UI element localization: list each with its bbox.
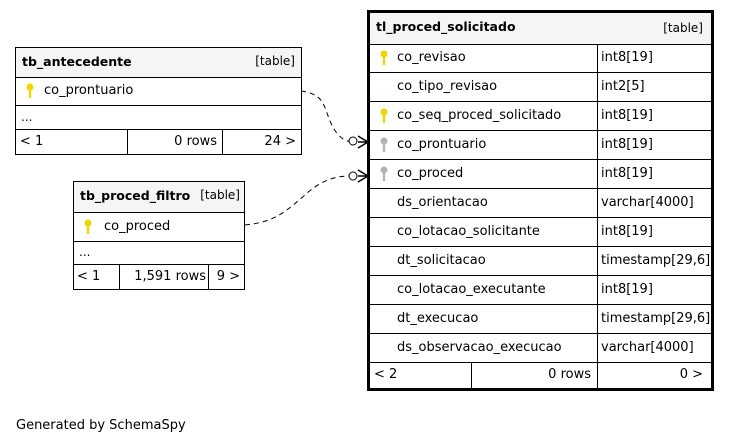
column-row[interactable]: co_prontuario int8[19] [370, 131, 711, 160]
primary-key-icon [380, 50, 388, 65]
footer-divider [471, 363, 472, 388]
primary-key-icon [84, 219, 92, 234]
column-name: co_seq_proced_solicitado [397, 108, 562, 123]
ellipsis: ... [79, 245, 91, 259]
column-type: int8[19] [601, 50, 653, 65]
type-divider [597, 189, 598, 217]
column-type: int8[19] [601, 137, 653, 152]
more-columns-row: ... [16, 106, 301, 130]
column-row[interactable]: co_lotacao_executante int8[19] [370, 276, 711, 305]
column-row[interactable]: co_proced [74, 212, 244, 242]
type-divider [597, 73, 598, 101]
column-name: co_tipo_revisao [397, 79, 498, 94]
column-row[interactable]: ds_observacao_execucao varchar[4000] [370, 334, 711, 363]
column-row[interactable]: co_proced int8[19] [370, 160, 711, 189]
table-header: tb_proced_filtro [table] [74, 182, 244, 213]
column-row[interactable]: co_revisao int8[19] [370, 44, 711, 73]
type-divider [597, 247, 598, 275]
table-name: tb_antecedente [22, 54, 132, 69]
column-name: dt_execucao [397, 311, 479, 326]
type-divider [597, 276, 598, 304]
edge-proced-filtro-zero-marker [348, 171, 358, 181]
footer-divider [222, 130, 223, 154]
table-header: tb_antecedente [table] [16, 48, 301, 78]
table-type: [table] [200, 188, 240, 202]
parents-count[interactable]: < 2 [374, 367, 398, 382]
table-footer: < 2 0 rows 0 > [370, 363, 711, 388]
column-row[interactable]: ds_orientacao varchar[4000] [370, 189, 711, 218]
column-row[interactable]: co_seq_proced_solicitado int8[19] [370, 102, 711, 131]
table-name: tl_proced_solicitado [376, 19, 516, 34]
column-type: timestamp[29,6] [601, 253, 711, 268]
type-divider [597, 102, 598, 130]
row-count: 0 rows [174, 134, 217, 149]
type-divider [597, 305, 598, 333]
footer-divider [208, 265, 209, 289]
children-count[interactable]: 0 > [679, 367, 703, 382]
table-footer: < 1 0 rows 24 > [16, 130, 301, 154]
primary-key-icon [26, 83, 34, 98]
table-type: [table] [255, 54, 295, 68]
generated-by-label: Generated by SchemaSpy [16, 418, 186, 433]
column-name: co_proced [104, 219, 171, 234]
column-name: co_prontuario [397, 137, 487, 152]
column-name: co_lotacao_solicitante [397, 224, 540, 239]
column-row[interactable]: dt_solicitacao timestamp[29,6] [370, 247, 711, 276]
edge-antecedente-zero-marker [348, 136, 358, 146]
column-name: co_prontuario [44, 83, 134, 98]
column-row[interactable]: co_prontuario [16, 77, 301, 106]
edge-antecedente-to-proced-solicitado [300, 90, 357, 143]
more-columns-row: ... [74, 242, 244, 265]
footer-divider [119, 265, 120, 289]
type-divider [597, 44, 598, 72]
table-tl-proced-solicitado[interactable]: tl_proced_solicitado [table] co_revisao … [367, 10, 714, 391]
primary-key-icon [380, 108, 388, 123]
foreign-key-icon [380, 137, 388, 152]
table-footer: < 1 1,591 rows 9 > [74, 265, 244, 289]
footer-divider [127, 130, 128, 154]
type-divider [597, 218, 598, 246]
table-header: tl_proced_solicitado [table] [370, 13, 711, 45]
type-divider [597, 131, 598, 159]
column-type: varchar[4000] [601, 340, 694, 355]
column-type: int8[19] [601, 166, 653, 181]
table-name: tb_proced_filtro [80, 188, 191, 203]
column-row[interactable]: co_tipo_revisao int2[5] [370, 73, 711, 102]
edge-proced-filtro-to-proced-solicitado [244, 175, 350, 226]
column-name: co_revisao [397, 50, 466, 65]
ellipsis: ... [21, 110, 33, 124]
row-count: 0 rows [548, 367, 591, 382]
row-count: 1,591 rows [134, 269, 206, 284]
column-name: ds_orientacao [397, 195, 488, 210]
parents-count[interactable]: < 1 [77, 269, 101, 284]
column-row[interactable]: co_lotacao_solicitante int8[19] [370, 218, 711, 247]
column-type: int8[19] [601, 224, 653, 239]
table-tb-proced-filtro[interactable]: tb_proced_filtro [table] co_proced ... <… [73, 181, 245, 290]
column-type: timestamp[29,6] [601, 311, 711, 326]
column-type: int8[19] [601, 108, 653, 123]
children-count[interactable]: 24 > [264, 134, 296, 149]
type-divider [597, 334, 598, 362]
column-name: dt_solicitacao [397, 253, 486, 268]
table-tb-antecedente[interactable]: tb_antecedente [table] co_prontuario ...… [15, 47, 302, 155]
footer-divider [597, 363, 598, 388]
children-count[interactable]: 9 > [216, 269, 240, 284]
column-type: int2[5] [601, 79, 645, 94]
foreign-key-icon [380, 166, 388, 181]
type-divider [597, 160, 598, 188]
column-row[interactable]: dt_execucao timestamp[29,6] [370, 305, 711, 334]
column-name: co_lotacao_executante [397, 282, 546, 297]
column-name: ds_observacao_execucao [397, 340, 562, 355]
column-type: int8[19] [601, 282, 653, 297]
table-type: [table] [663, 21, 703, 35]
parents-count[interactable]: < 1 [20, 134, 44, 149]
column-name: co_proced [397, 166, 464, 181]
column-type: varchar[4000] [601, 195, 694, 210]
